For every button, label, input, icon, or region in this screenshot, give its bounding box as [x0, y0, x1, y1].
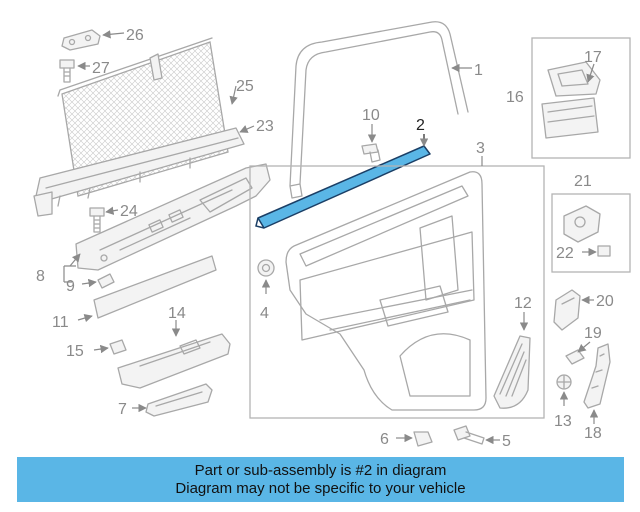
callout-25[interactable]: 25 [236, 78, 254, 95]
callout-7[interactable]: 7 [118, 401, 127, 418]
callout-22[interactable]: 22 [556, 245, 574, 262]
callout-23[interactable]: 23 [256, 118, 274, 135]
banner-line-disclaimer: Diagram may not be specific to your vehi… [175, 480, 466, 497]
callout-5[interactable]: 5 [502, 433, 511, 450]
parts-diagram: 26 27 25 23 24 8 9 [33, 21, 631, 450]
part-5-screw[interactable] [453, 425, 485, 445]
part-9-clip[interactable] [97, 273, 115, 289]
callout-13[interactable]: 13 [554, 413, 572, 430]
part-3-door-trim-panel[interactable] [285, 171, 487, 411]
part-6-clip[interactable] [413, 431, 433, 447]
callout-24[interactable]: 24 [120, 203, 138, 220]
part-24-screw[interactable] [89, 207, 105, 233]
banner-line-part-info: Part or sub-assembly is #2 in diagram [194, 462, 447, 479]
part-17-switch[interactable] [547, 61, 601, 97]
part-26-bracket[interactable] [61, 29, 101, 51]
part-7-pocket-liner[interactable] [145, 383, 213, 417]
callout-14[interactable]: 14 [168, 305, 186, 322]
callout-4[interactable]: 4 [260, 305, 269, 322]
leader-8 [69, 253, 81, 267]
part-20-handle[interactable] [553, 289, 581, 331]
part-12-speaker-grille[interactable] [493, 335, 531, 409]
callout-10[interactable]: 10 [362, 107, 380, 124]
part-armrest-panel[interactable] [75, 163, 271, 271]
part-22-screw[interactable] [597, 245, 611, 257]
part-10-screw[interactable] [361, 143, 381, 163]
callout-3[interactable]: 3 [476, 140, 485, 157]
part-21-lock-actuator[interactable] [563, 205, 601, 243]
callout-26[interactable]: 26 [126, 27, 144, 44]
callout-9[interactable]: 9 [66, 278, 75, 295]
part-3-group-box [249, 165, 545, 419]
leader-23 [239, 125, 255, 133]
part-18-pull-trim[interactable] [583, 343, 611, 409]
part-19-clip[interactable] [565, 349, 585, 365]
callout-16[interactable]: 16 [506, 89, 524, 106]
part-13-plug[interactable] [556, 374, 572, 390]
leader-26 [102, 30, 125, 39]
leader-19 [577, 341, 591, 353]
callout-15[interactable]: 15 [66, 343, 84, 360]
part-27-screw[interactable] [59, 59, 75, 83]
callout-1[interactable]: 1 [474, 62, 483, 79]
callout-17[interactable]: 17 [584, 49, 602, 66]
part-11-trim-strip[interactable] [93, 255, 217, 319]
part-1-glass-run-channel[interactable] [289, 21, 469, 199]
part-16-switch-housing[interactable] [541, 97, 599, 139]
callout-27[interactable]: 27 [92, 60, 110, 77]
callout-21[interactable]: 21 [574, 173, 592, 190]
part-16-group-box [531, 37, 631, 159]
part-15-clip[interactable] [109, 339, 127, 355]
leader-11 [77, 314, 93, 323]
part-21-group-box [551, 193, 631, 273]
callout-18[interactable]: 18 [584, 425, 602, 442]
part-2-belt-weatherstrip[interactable] [255, 145, 431, 229]
callout-11[interactable]: 11 [52, 314, 69, 331]
callout-2[interactable]: 2 [416, 117, 425, 134]
leader-9 [81, 278, 97, 288]
callout-20[interactable]: 20 [596, 293, 614, 310]
part-23-sunshade-rail[interactable] [33, 127, 245, 217]
leader-24 [105, 206, 119, 215]
callout-19[interactable]: 19 [584, 325, 602, 342]
info-banner: Part or sub-assembly is #2 in diagram Di… [17, 457, 624, 502]
leader-15 [93, 344, 109, 354]
callout-12[interactable]: 12 [514, 295, 532, 312]
leader-25 [229, 85, 238, 105]
callout-8[interactable]: 8 [36, 268, 45, 285]
callout-6[interactable]: 6 [380, 431, 389, 448]
part-4-grommet[interactable] [257, 259, 275, 277]
part-14-switch-bezel[interactable] [117, 333, 231, 389]
leader-17 [586, 63, 595, 83]
